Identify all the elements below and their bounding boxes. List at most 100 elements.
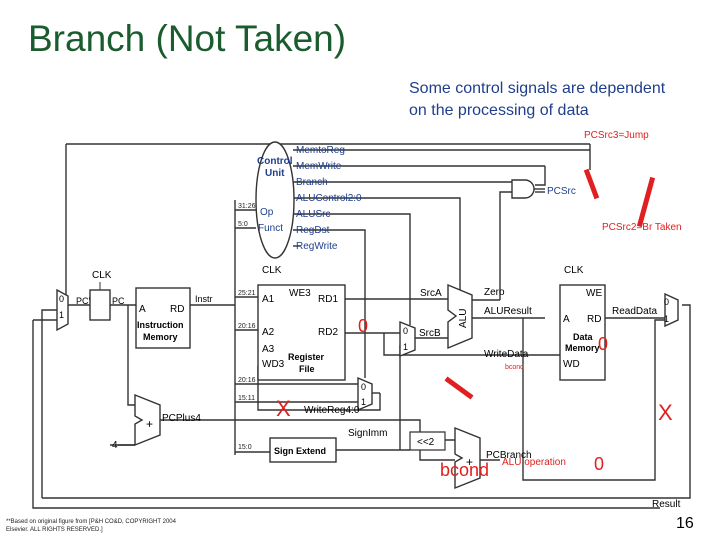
annotation-pcsrc2: PCSrc2=Br Taken [602, 222, 682, 233]
annotation-alu-operation: ALU operation [502, 457, 566, 468]
data-memory: CLK WE A RD Data Memory WD ReadData [559, 265, 657, 381]
bits-5-0: 5:0 [238, 221, 248, 228]
svg-text:1: 1 [403, 342, 408, 352]
svg-text:0: 0 [664, 297, 669, 307]
svg-text:Unit: Unit [265, 168, 285, 179]
register-file: CLK WE3 A1 RD1 A2 RD2 A3 WD3 Register Fi… [257, 265, 346, 381]
funct-label: Funct [258, 223, 283, 234]
svg-text:RD: RD [170, 304, 184, 315]
signal-regwrite: RegWrite [296, 241, 338, 252]
svg-text:+: + [466, 455, 473, 469]
shift-left-2: <<2 [409, 431, 446, 451]
svg-text:WE3: WE3 [289, 288, 311, 299]
alu: SrcA ALU Zero ALUResult WriteData [420, 283, 532, 360]
writereg-mux: 0 1 WriteReg4:0 [304, 376, 373, 416]
svg-text:PCPlus4: PCPlus4 [162, 413, 201, 424]
op-label: Op [260, 207, 274, 218]
svg-text:0: 0 [403, 326, 408, 336]
annotation-zero-memwrite: 0 [594, 454, 604, 474]
svg-text:WE: WE [586, 288, 602, 299]
clk-label-rf: CLK [262, 265, 282, 276]
svg-text:SrcA: SrcA [420, 288, 442, 299]
pcplus4-adder: + PCPlus4 4 [112, 393, 201, 451]
annotation-x-left: X [276, 396, 291, 421]
signal-regdst: RegDst [296, 225, 330, 236]
note-line-1: Some control signals are dependent [409, 80, 666, 97]
wire-jump-loop [57, 144, 67, 301]
wire-result-bottom [42, 304, 691, 499]
svg-text:Instruction: Instruction [137, 320, 184, 330]
svg-text:File: File [299, 364, 315, 374]
bits-20-16-b: 20:16 [238, 377, 256, 384]
pc-prime-label: PC' [76, 296, 91, 306]
control-unit-label: Control [257, 156, 293, 167]
svg-text:0: 0 [361, 382, 366, 392]
svg-text:4: 4 [112, 440, 118, 451]
signal-alusrc: ALUSrc [296, 209, 330, 220]
svg-text:Memory: Memory [143, 332, 178, 342]
svg-text:Sign Extend: Sign Extend [274, 446, 326, 456]
srcb-mux: 0 1 SrcB [399, 320, 441, 358]
red-slash-zero [444, 376, 474, 400]
red-slash-jump [583, 168, 600, 200]
wire-result-loop [41, 309, 57, 498]
sign-extend: Sign Extend SignImm [269, 428, 387, 463]
red-slashes [444, 168, 656, 400]
annotation-pcsrc3: PCSrc3=Jump [584, 130, 649, 141]
and-gate [511, 179, 535, 199]
footer-credit: **Based on original figure from [P&H CO&… [6, 519, 176, 533]
pc-label: PC [112, 296, 125, 306]
wire-pcbranch-loop [32, 320, 660, 509]
bits-31-26: 31:26 [238, 203, 256, 210]
control-unit: Control Unit Op Funct [255, 141, 295, 259]
svg-text:ALU: ALU [458, 309, 469, 328]
svg-text:1: 1 [361, 397, 366, 407]
bits-15-0: 15:0 [238, 444, 252, 451]
note-line-2: on the processing of data [409, 102, 589, 119]
svg-text:A: A [563, 314, 570, 325]
signal-memtoreg: MemtoReg [296, 145, 345, 156]
signal-alucontrol: ALUControl2:0 [296, 193, 362, 204]
svg-text:SignImm: SignImm [348, 428, 387, 439]
instruction-memory: A RD Instruction Memory Instr [135, 287, 213, 349]
svg-text:1: 1 [59, 310, 64, 320]
result-label: Result [652, 499, 681, 510]
svg-text:A3: A3 [262, 344, 275, 355]
svg-text:A1: A1 [262, 294, 275, 305]
red-slash-branch [636, 176, 656, 228]
svg-text:SrcB: SrcB [419, 328, 441, 339]
bits-15-11: 15:11 [238, 395, 255, 402]
svg-text:RD1: RD1 [318, 294, 338, 305]
annotation-zero-regdst: 0 [358, 316, 368, 336]
svg-text:<<2: <<2 [417, 437, 435, 448]
signal-memwrite: MemWrite [296, 161, 342, 172]
result-mux: 0 1 [664, 292, 679, 328]
instr-label: Instr [195, 294, 213, 304]
signal-branch: Branch [296, 177, 328, 188]
annotation-zero-memtoreg: 0 [598, 334, 608, 354]
branch-adder: + PCBranch [454, 426, 532, 490]
svg-text:WriteReg4:0: WriteReg4:0 [304, 405, 360, 416]
clk-label-dm: CLK [564, 265, 584, 276]
clk-label-pc: CLK [92, 270, 112, 281]
svg-text:0: 0 [59, 294, 64, 304]
page-number: 16 [676, 515, 694, 532]
svg-text:PCBranch: PCBranch [486, 450, 532, 461]
annotation-x-right: X [658, 400, 673, 425]
annotation-bcond-small: bcond [505, 364, 524, 371]
bits-20-16-a: 20:16 [238, 323, 256, 330]
svg-text:ReadData: ReadData [612, 306, 657, 317]
svg-text:WriteData: WriteData [484, 349, 529, 360]
svg-text:RD2: RD2 [318, 327, 338, 338]
note-text: Some control signals are dependent on th… [409, 78, 665, 122]
svg-text:Register: Register [288, 352, 325, 362]
svg-text:1: 1 [664, 314, 669, 324]
svg-text:Memory: Memory [565, 343, 600, 353]
svg-text:Zero: Zero [484, 287, 505, 298]
pcsrc-label: PCSrc [547, 186, 576, 197]
annotation-bcond: bcond [440, 460, 489, 480]
svg-text:WD3: WD3 [262, 359, 285, 370]
bits-25-21: 25:21 [238, 290, 256, 297]
svg-text:WD: WD [563, 359, 580, 370]
